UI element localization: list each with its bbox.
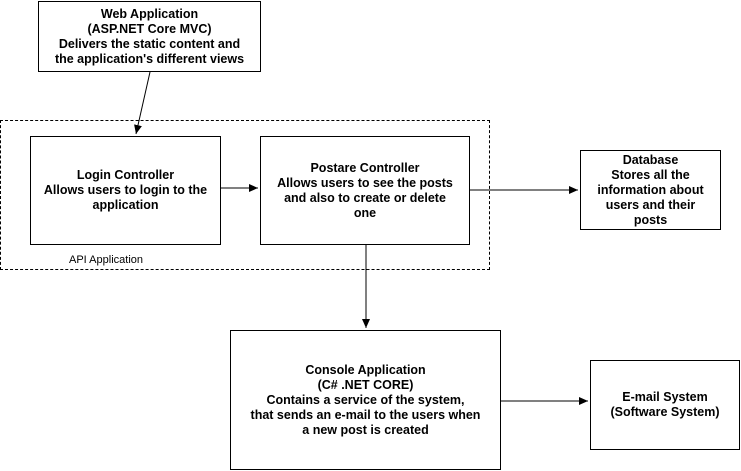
web-application-desc-2: the application's different views: [54, 51, 245, 66]
web-application-tech: (ASP.NET Core MVC): [87, 21, 212, 36]
database-desc-2: information about: [597, 182, 704, 197]
api-application-label: API Application: [69, 254, 143, 266]
database-desc-3: users and their: [605, 197, 696, 212]
console-application-title: Console Application: [305, 362, 426, 377]
web-application-desc-1: Delivers the static content and: [58, 36, 241, 51]
postare-controller-desc-3: one: [353, 205, 377, 220]
database-desc-1: Stores all the: [611, 167, 690, 182]
login-controller-desc-2: application: [92, 198, 159, 212]
email-system-node[interactable]: E-mail System (Software System): [590, 360, 740, 450]
console-application-desc-3: a new post is created: [302, 422, 429, 437]
database-node[interactable]: Database Stores all the information abou…: [580, 150, 721, 230]
web-application-node[interactable]: Web Application (ASP.NET Core MVC) Deliv…: [38, 1, 261, 72]
api-application-group: [0, 120, 490, 270]
postare-controller-title: Postare Controller: [310, 160, 420, 175]
console-application-tech: (C# .NET CORE): [317, 377, 414, 392]
edge-web-to-login: [134, 71, 151, 135]
email-system-subtitle: (Software System): [610, 405, 720, 419]
login-controller-title: Login Controller: [76, 168, 175, 182]
database-title: Database: [622, 152, 679, 167]
login-controller-desc-1: Allows users to login to the: [43, 183, 208, 197]
console-application-desc-1: Contains a service of the system,: [266, 392, 465, 407]
login-controller-node[interactable]: Login Controller Allows users to login t…: [30, 136, 221, 245]
postare-controller-desc-2: and also to create or delete: [284, 190, 446, 205]
database-desc-4: posts: [633, 212, 668, 227]
postare-controller-node[interactable]: Postare Controller Allows users to see t…: [260, 136, 470, 245]
email-system-title: E-mail System: [622, 390, 708, 404]
console-application-desc-2: that sends an e-mail to the users when: [250, 407, 481, 422]
postare-controller-desc-1: Allows users to see the posts: [277, 175, 453, 190]
console-application-node[interactable]: Console Application (C# .NET CORE) Conta…: [230, 330, 501, 470]
web-application-title: Web Application: [100, 6, 199, 21]
